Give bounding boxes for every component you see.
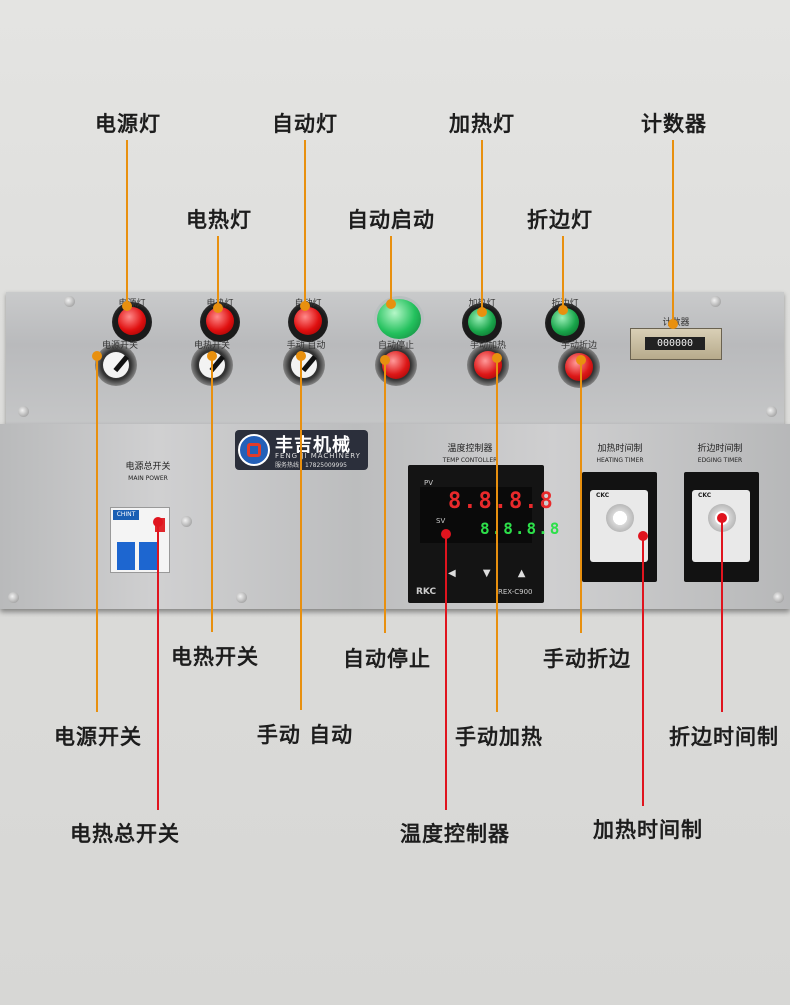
label-manual-heat: 手动加热: [469, 341, 507, 351]
label-heat-lamp: 电热灯: [206, 299, 234, 309]
heating-timer-brand: CKC: [596, 492, 610, 499]
screw: [8, 592, 19, 603]
temp-controller-title: 温度控制器 TEMP CONTOLLER: [442, 444, 498, 464]
heating-timer-dial[interactable]: [606, 504, 634, 532]
screw: [236, 592, 247, 603]
temp-display: 8.8.8.8 8.8.8.8: [420, 487, 559, 543]
callout-electric-heat-switch: 电热开关: [171, 645, 259, 669]
screw: [181, 516, 192, 527]
logo-emblem-icon: [238, 434, 270, 466]
pv-label: PV: [424, 479, 434, 487]
callout-auto-start: 自动启动: [347, 208, 435, 232]
main-power-title: 电源总开关 MAIN POWER: [125, 462, 171, 482]
label-heating-lamp: 加热灯: [468, 299, 496, 309]
fold-lamp: [545, 303, 585, 343]
brand-logo: 丰吉机械 FENG JI MACHINERY 服务热线：17825009995: [235, 430, 368, 470]
heating-timer: CKC: [582, 472, 657, 582]
callout-main-heat-switch: 电热总开关: [70, 822, 180, 846]
heating-lamp: [462, 303, 502, 343]
callout-heat-timer: 加热时间制: [593, 818, 703, 842]
manual-fold-button[interactable]: [558, 346, 600, 388]
power-lamp: [112, 302, 152, 342]
callout-fold-timer: 折边时间制: [669, 725, 779, 749]
screw: [18, 406, 29, 417]
temp-brand: RKC: [416, 587, 437, 597]
callout-auto-stop: 自动停止: [343, 647, 431, 671]
counter-display: 000000: [645, 337, 705, 350]
callout-power-switch: 电源开关: [54, 725, 142, 749]
pv-value: 8.8.8.8: [448, 489, 555, 514]
label-auto-lamp: 自动灯: [294, 299, 322, 309]
logo-name-cn: 丰吉机械: [275, 435, 351, 456]
label-manual-fold: 手动折边: [560, 341, 598, 351]
callout-heat-lamp: 加热灯: [449, 112, 515, 136]
callout-counter: 计数器: [641, 112, 707, 136]
edging-timer-title: 折边时间制 EDGING TIMER: [697, 444, 743, 464]
callout-edge-fold-lamp: 折边灯: [527, 208, 593, 232]
breaker-handle[interactable]: [139, 542, 157, 570]
callout-manual-auto: 手动 自动: [256, 723, 354, 747]
callout-temp-controller: 温度控制器: [400, 822, 510, 846]
counter: 计数器 000000: [630, 318, 722, 360]
temp-buttons[interactable]: ◀ ▼ ▲: [448, 568, 538, 579]
screw: [773, 592, 784, 603]
label-auto-stop: 自动停止: [377, 341, 415, 351]
edging-timer: CKC: [684, 472, 759, 582]
main-power-breaker[interactable]: CHINT: [110, 507, 170, 573]
auto-start-button[interactable]: [374, 296, 424, 342]
callout-electric-heat-lamp: 电热灯: [186, 208, 252, 232]
temp-controller: PV 8.8.8.8 8.8.8.8 SV ◀ ▼ ▲ RKC REX-C900: [408, 465, 559, 603]
auto-stop-button[interactable]: [375, 344, 417, 386]
label-power-switch: 电源开关: [101, 341, 139, 351]
edging-timer-brand: CKC: [698, 492, 712, 499]
power-switch[interactable]: [95, 344, 137, 386]
sv-label: SV: [436, 517, 446, 525]
logo-hotline: 服务热线：17825009995: [275, 462, 347, 469]
sv-value: 8.8.8.8: [480, 519, 562, 538]
breaker-brand: CHINT: [113, 510, 139, 520]
label-counter: 计数器: [662, 318, 690, 328]
breaker-handle[interactable]: [117, 542, 135, 570]
screw: [64, 296, 75, 307]
auto-lamp: [288, 302, 328, 342]
callout-manual-heat: 手动加热: [455, 725, 543, 749]
heating-timer-title: 加热时间制 HEATING TIMER: [596, 444, 644, 464]
label-manual-auto: 手动 自动: [286, 341, 326, 351]
breaker-indicator: [155, 518, 165, 532]
callout-power-lamp: 电源灯: [95, 112, 161, 136]
label-power-lamp: 电源灯: [118, 299, 146, 309]
edging-timer-dial[interactable]: [708, 504, 736, 532]
electric-heat-lamp: [200, 302, 240, 342]
screw: [766, 406, 777, 417]
logo-name-en: FENG JI MACHINERY: [275, 452, 361, 460]
label-fold-lamp: 折边灯: [551, 299, 579, 309]
label-heat-switch: 电热开关: [193, 341, 231, 351]
callout-auto-lamp: 自动灯: [272, 112, 338, 136]
temp-model: REX-C900: [498, 588, 533, 596]
screw: [710, 296, 721, 307]
callout-manual-fold: 手动折边: [543, 647, 631, 671]
